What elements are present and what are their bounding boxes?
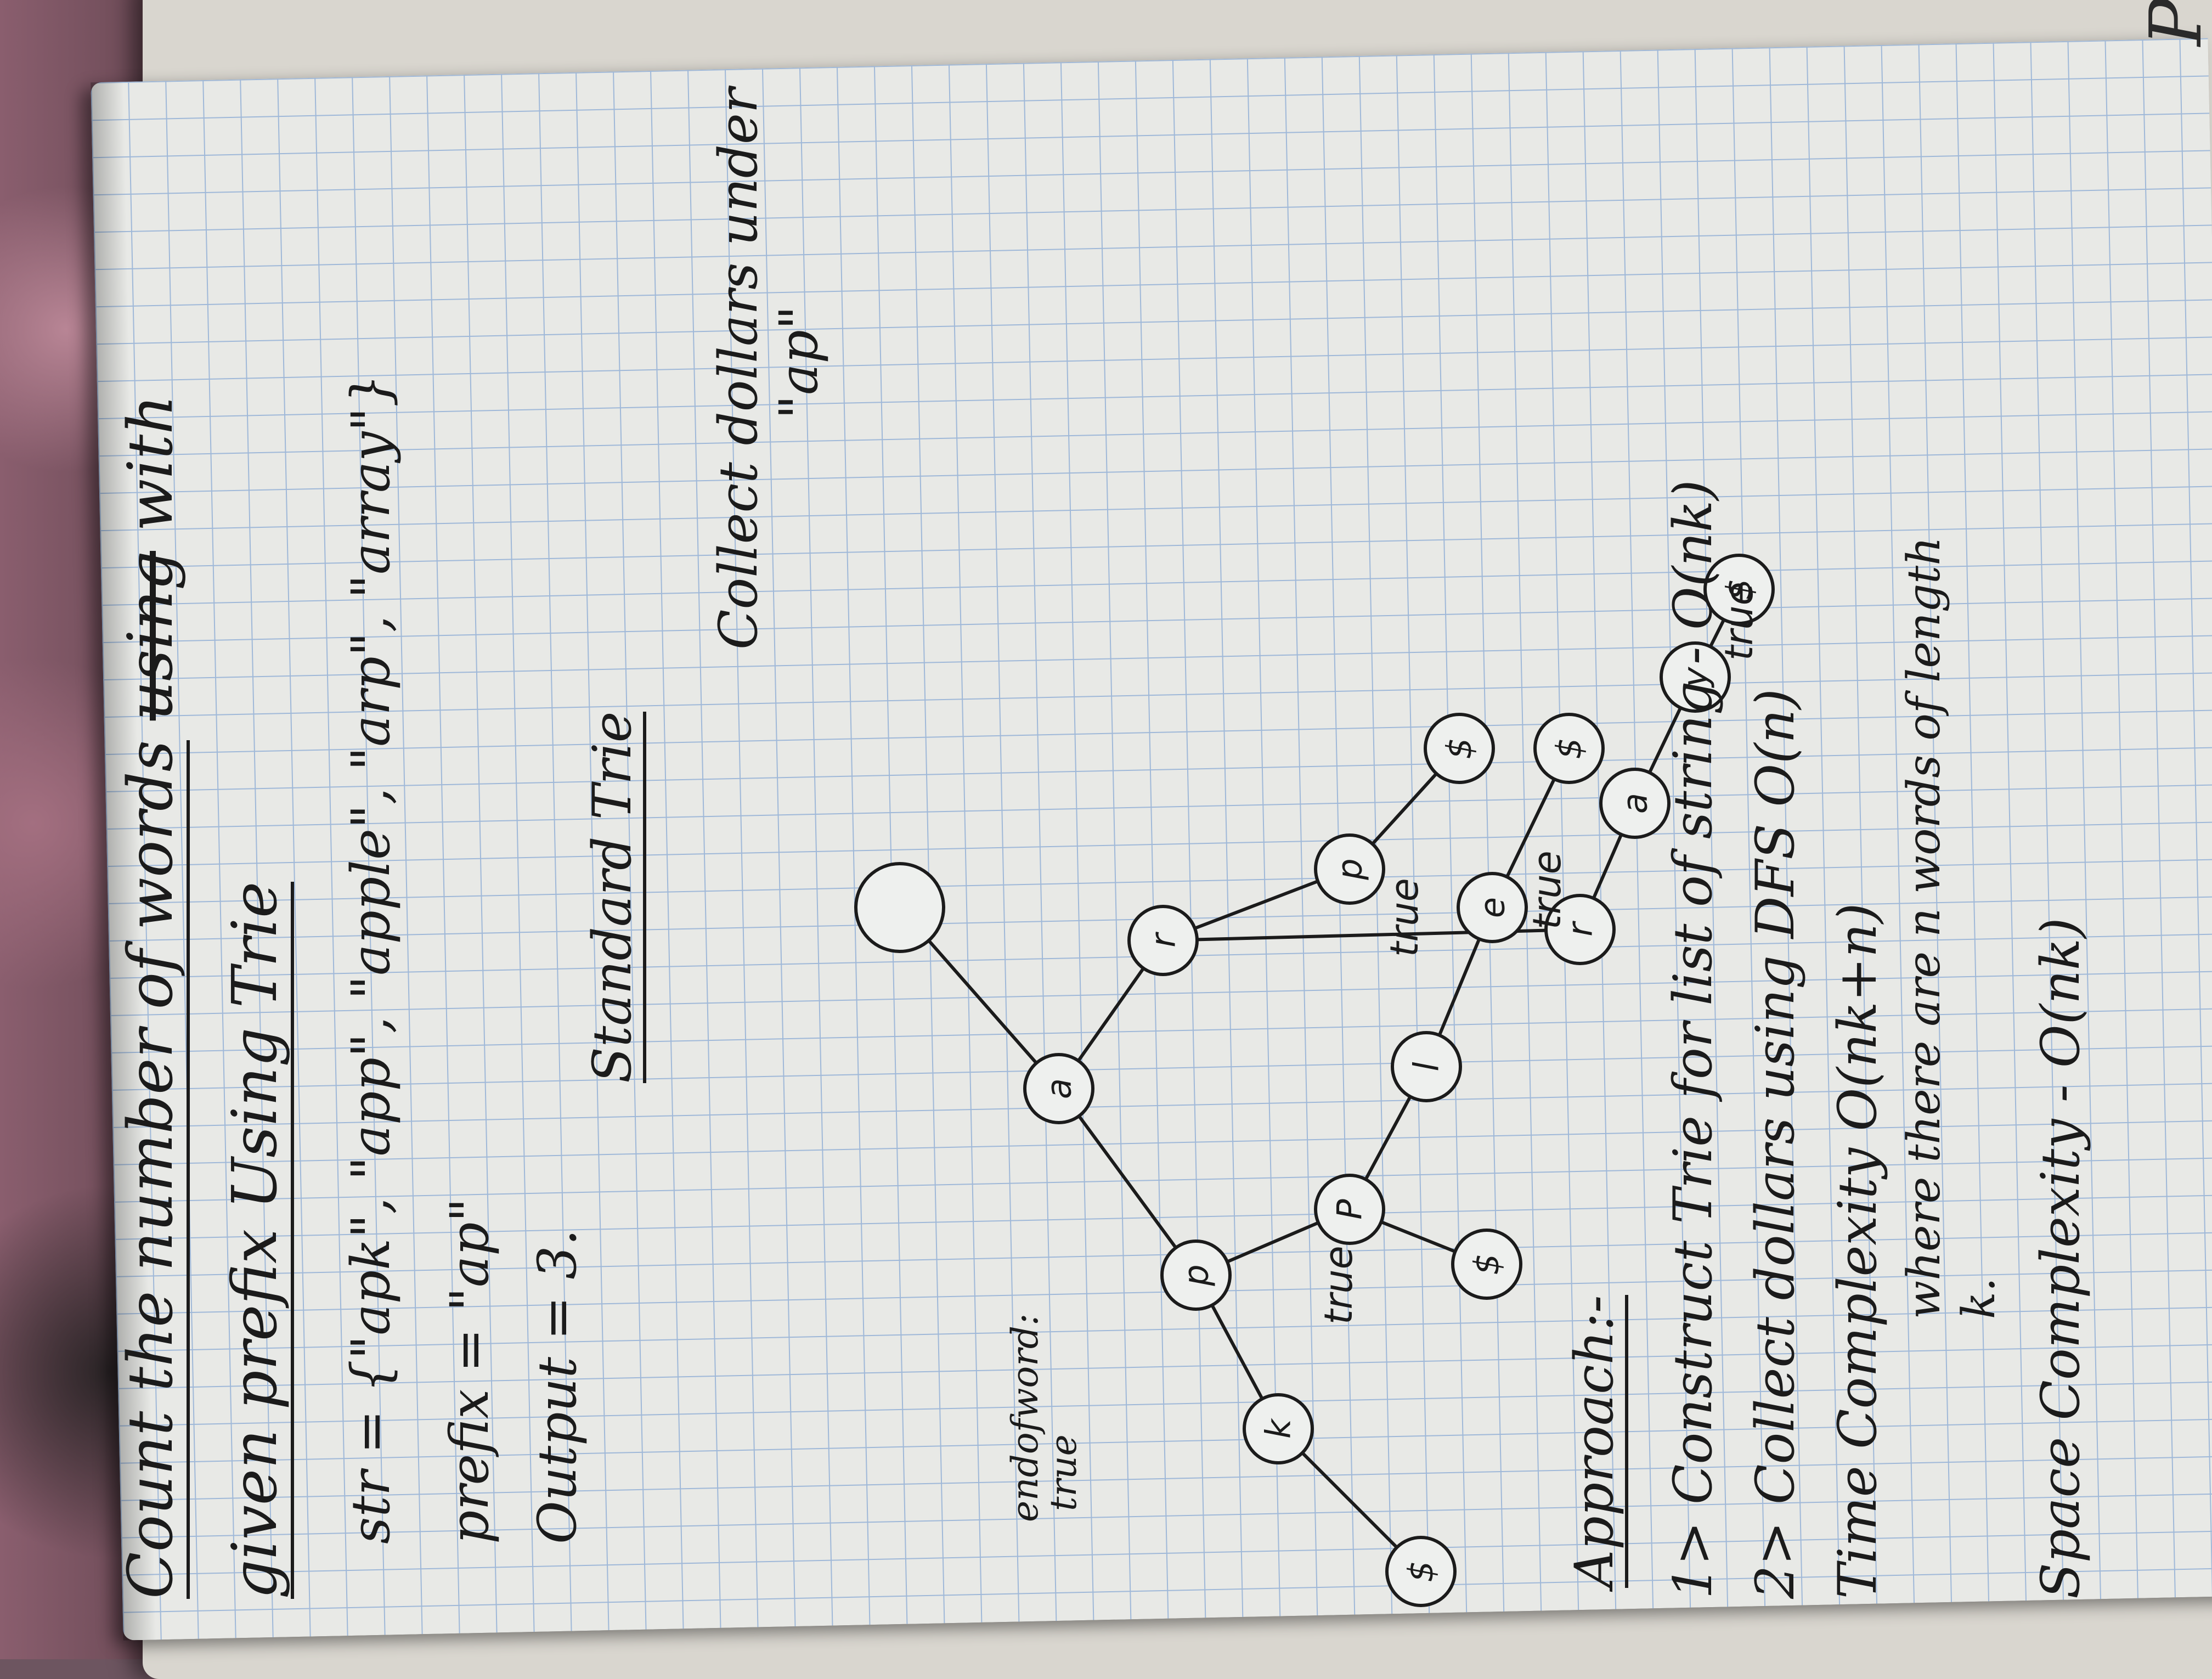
approach-step-1: 1> Construct Trie for list of string - O… xyxy=(1662,480,1724,1599)
trie-node-rp: p xyxy=(1314,833,1385,905)
trie-node-label: $ xyxy=(1719,578,1759,600)
k-line: k. xyxy=(1953,1277,2005,1319)
trie-node-label: P xyxy=(1330,1199,1370,1220)
trie-node-label: r xyxy=(1560,921,1600,937)
trie-node-a: a xyxy=(1023,1053,1094,1124)
trie-node-circle xyxy=(1385,1536,1457,1607)
trie-node-circle xyxy=(1314,1174,1385,1245)
true-mark-e: true xyxy=(1525,850,1570,929)
trie-node-label: e xyxy=(1472,897,1513,918)
trie-node-r: r xyxy=(1127,905,1199,976)
trie-node-e: e xyxy=(1457,872,1528,943)
trie-node-label: $ xyxy=(1401,1560,1441,1582)
trie-node-label: $ xyxy=(1440,737,1480,759)
approach-step-2: 2> Collect dollars using DFS O(n) xyxy=(1745,689,1806,1599)
trie-node-label: y xyxy=(1675,666,1716,688)
space-complexity: Space Complexity - O(nk) xyxy=(2030,917,2091,1599)
trie-node-circle xyxy=(1243,1393,1314,1464)
trie-node-circle xyxy=(1533,713,1605,784)
trie-node-circle xyxy=(1599,768,1671,839)
trie-node-circle xyxy=(1660,641,1731,713)
trie-node-root xyxy=(854,862,945,953)
end-of-word-marks: true true true true xyxy=(1316,582,1762,1325)
approach-heading: Approach:- xyxy=(1564,1295,1628,1588)
trie-node-label: a xyxy=(1615,793,1655,814)
trie-node-p1: p xyxy=(1160,1239,1232,1311)
trie-node-r2: r xyxy=(1544,894,1616,965)
trie-node-circle xyxy=(1160,1239,1232,1311)
trie-node-circle xyxy=(1391,1031,1462,1102)
trie-node-label: l xyxy=(1407,1062,1447,1071)
trie-node-circle xyxy=(1544,894,1616,965)
trie-node-circle xyxy=(1023,1053,1094,1124)
trie-node-a2: a xyxy=(1599,768,1671,839)
trie-node-e_end: $ xyxy=(1533,713,1605,784)
true-mark-rp: true xyxy=(1382,878,1427,957)
true-mark-y: true xyxy=(1717,582,1762,661)
trie-node-y: y xyxy=(1660,641,1731,713)
trie-node-circle xyxy=(1424,713,1495,784)
true-mark-p2: true xyxy=(1316,1246,1361,1325)
where-line: where there are n words of length xyxy=(1898,537,1950,1319)
trie-node-k_end: $ xyxy=(1385,1536,1457,1607)
trie-node-circle xyxy=(1457,872,1528,943)
trie-nodes: a p k $ P $ l e $ r p $ r a y $ xyxy=(854,554,1775,1607)
trie-node-circle xyxy=(1127,905,1199,976)
trie-node-rp_end: $ xyxy=(1424,713,1495,784)
time-complexity: Time Complexity O(nk+n) xyxy=(1827,903,1888,1599)
trie-node-circle xyxy=(854,862,945,953)
trie-node-circle xyxy=(1314,833,1385,905)
trie-node-y_end: $ xyxy=(1703,554,1775,625)
trie-node-label: $ xyxy=(1549,737,1589,759)
trie-node-label: r xyxy=(1143,932,1183,948)
trie-node-label: k xyxy=(1259,1418,1299,1439)
trie-node-p2: P xyxy=(1314,1174,1385,1245)
trie-node-p2_end: $ xyxy=(1451,1229,1522,1300)
trie-node-label: $ xyxy=(1467,1253,1507,1275)
trie-node-circle xyxy=(1451,1229,1522,1300)
trie-node-label: p xyxy=(1330,858,1370,880)
trie-node-k: k xyxy=(1243,1393,1314,1464)
trie-node-label: a xyxy=(1039,1078,1079,1099)
trie-edge-a-p1 xyxy=(1057,1088,1198,1276)
trie-node-l: l xyxy=(1391,1031,1462,1102)
trie-node-label: p xyxy=(1176,1264,1216,1286)
trie-node-circle xyxy=(1703,554,1775,625)
